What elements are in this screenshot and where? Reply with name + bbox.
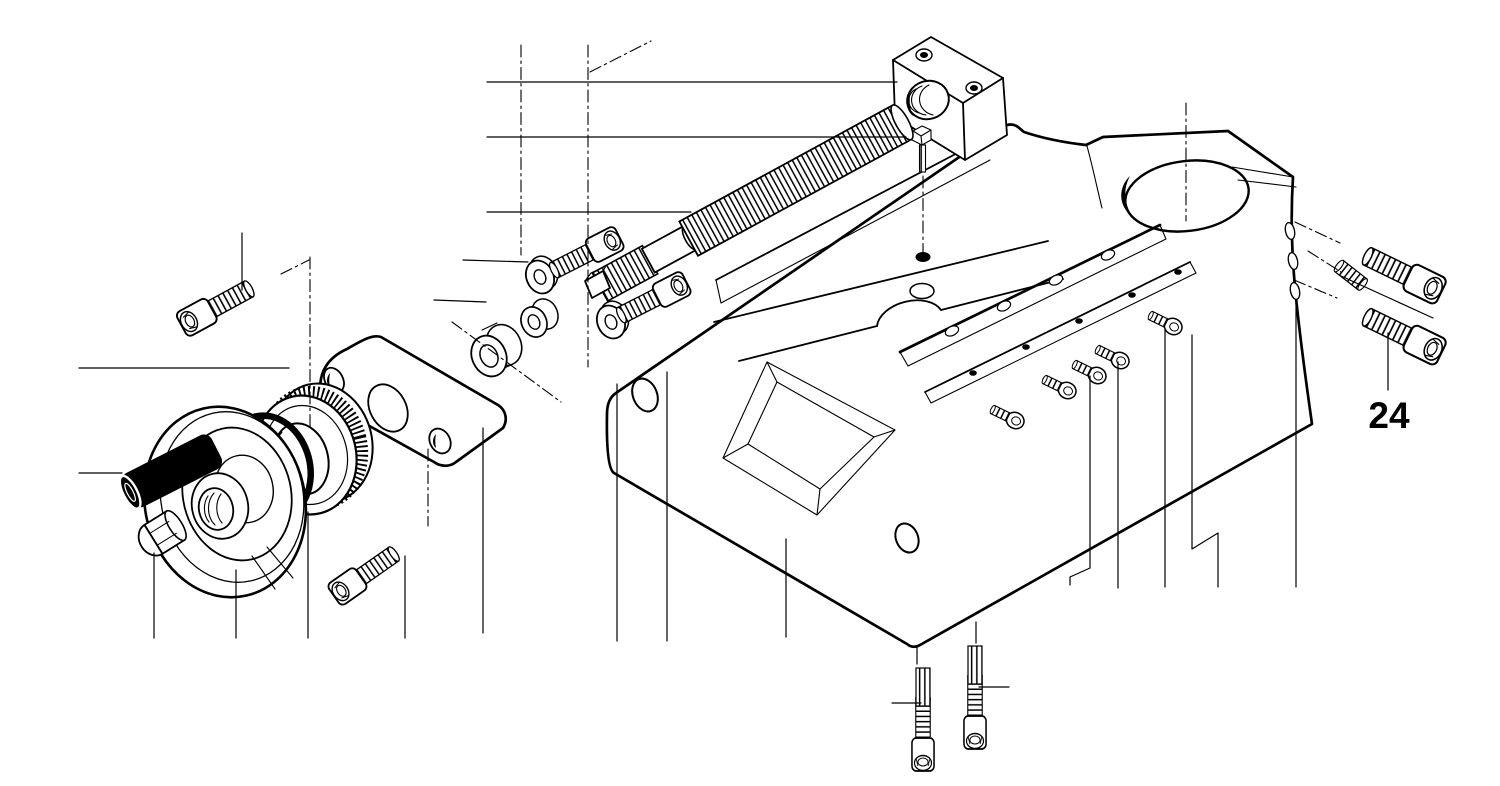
deck-hole-rear	[909, 282, 935, 300]
callout-24: 24	[1368, 395, 1410, 436]
square-drive-end	[584, 270, 611, 299]
clamp-bore	[1121, 159, 1297, 233]
washers-and-spacers	[470, 250, 635, 378]
lead-screw	[584, 103, 914, 303]
nut-pocket	[722, 361, 896, 516]
spacer-ring	[520, 298, 559, 338]
bracket-hole-bottom	[428, 427, 452, 455]
arch-cutout	[876, 299, 942, 327]
gib-strip	[924, 261, 1197, 404]
bearing-bracket	[318, 334, 508, 468]
base-mounting-screws	[911, 645, 987, 772]
front-face-hole-left	[631, 377, 659, 413]
handwheel-handle	[118, 434, 223, 510]
leader-lines	[78, 81, 1434, 704]
bracket-center-hole	[367, 383, 409, 433]
dome-cap-nut	[137, 509, 187, 557]
jaw-plate	[898, 223, 1167, 367]
hex-head-screw	[911, 125, 932, 253]
nut-block-top-screws	[915, 48, 983, 95]
centerlines	[280, 40, 1342, 527]
right-face-holes	[1284, 221, 1301, 301]
bushing	[470, 322, 523, 378]
deck-hole-front	[915, 252, 931, 262]
front-face-hole-right	[894, 522, 920, 554]
